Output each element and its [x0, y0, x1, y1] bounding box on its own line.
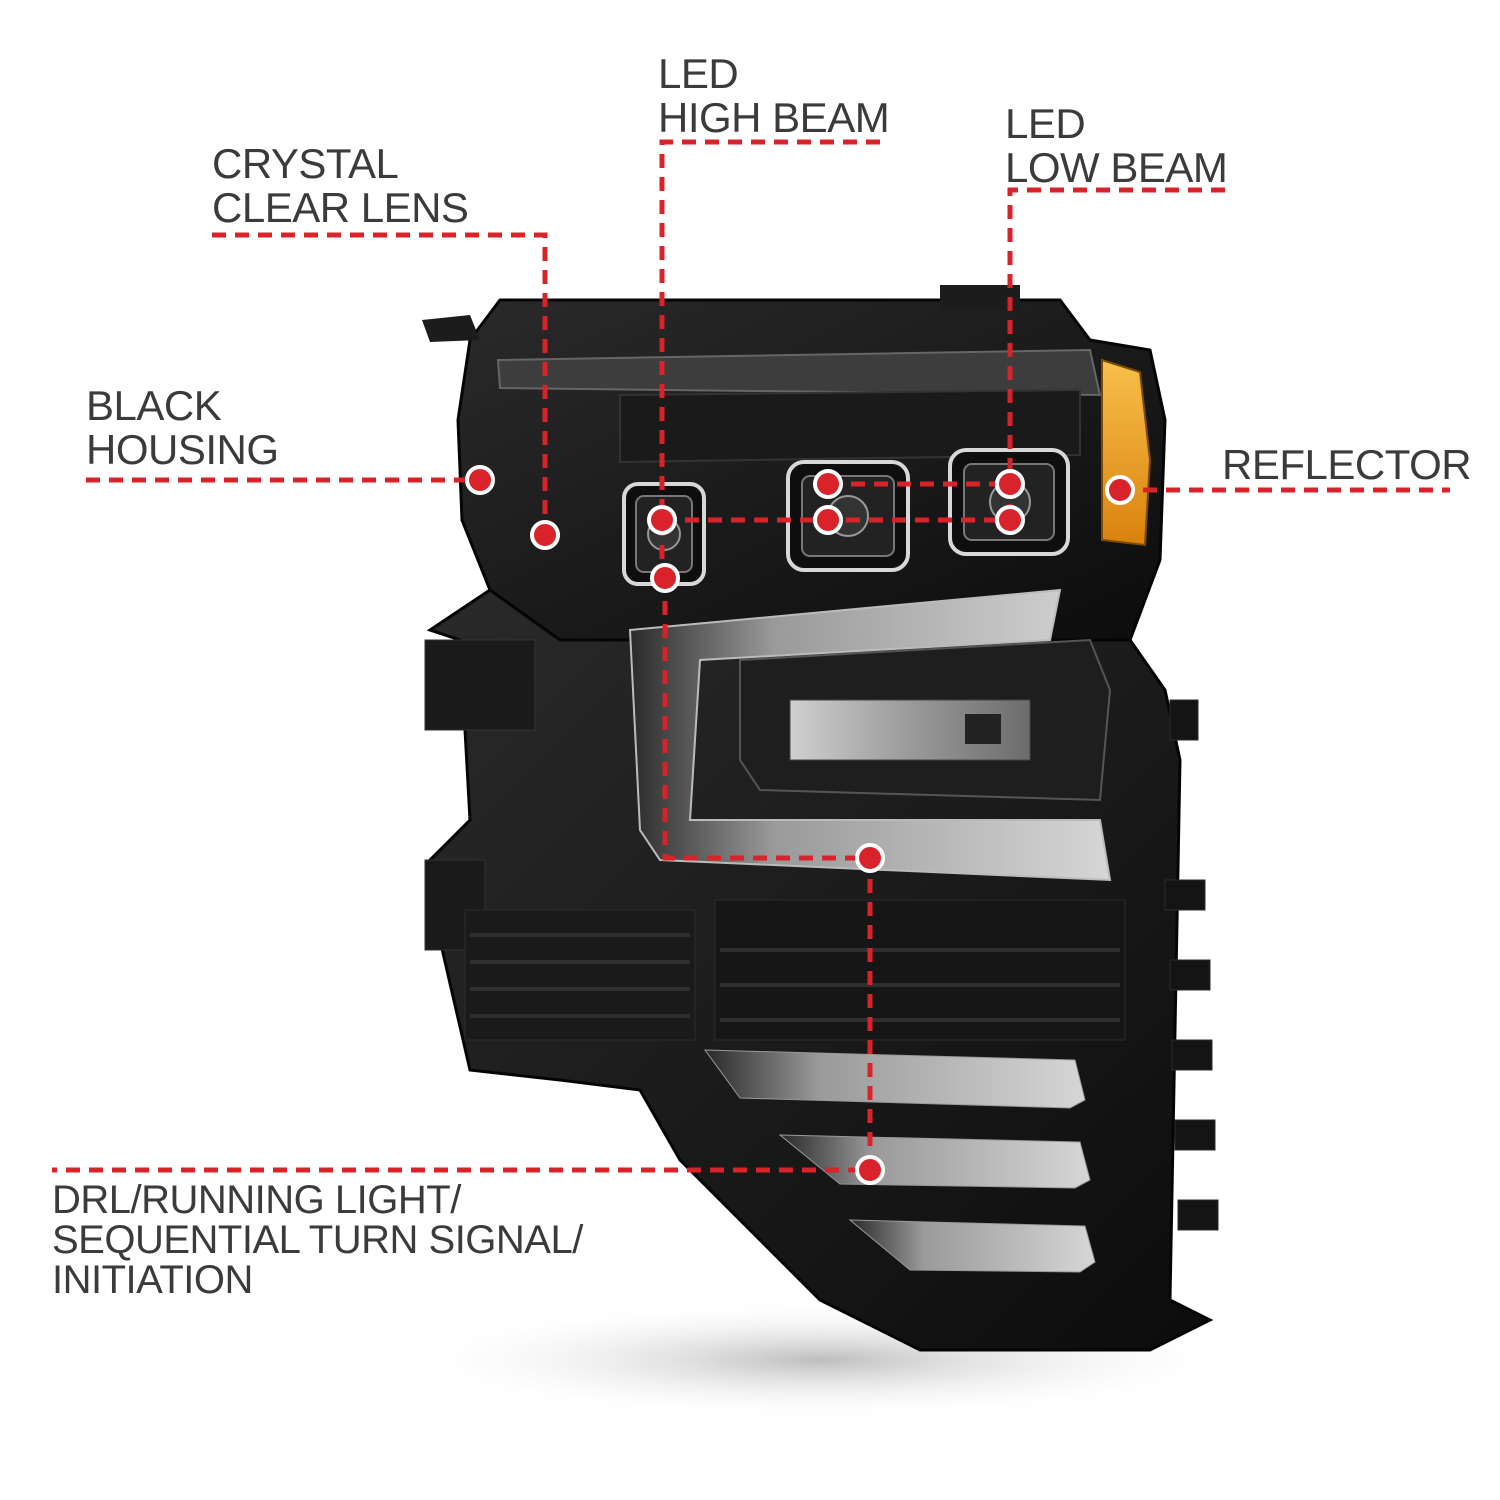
dot-black-housing: [465, 465, 495, 495]
label-crystal-clear-lens: CRYSTAL CLEAR LENS: [212, 140, 469, 231]
label-line: DRL/RUNNING LIGHT/: [52, 1178, 461, 1222]
label-line: INITIATION: [52, 1258, 253, 1302]
label-line: LED: [658, 50, 739, 97]
right-fins: [1164, 699, 1219, 1231]
label-line: LED: [1005, 100, 1086, 147]
dot-high-beam-1: [647, 505, 677, 535]
lower-grille: [464, 899, 1126, 1041]
label-black-housing: BLACK HOUSING: [86, 384, 279, 472]
upper-inner-bar: [619, 388, 1081, 464]
dot-high-beam-2: [813, 505, 843, 535]
label-line: HIGH BEAM: [658, 94, 890, 141]
dot-reflector: [1105, 475, 1135, 505]
drl-c-strip: [628, 588, 1112, 882]
upper-light-strip: [496, 348, 1102, 397]
callout-dots: [465, 465, 1135, 1185]
dot-drl-upper: [650, 563, 680, 593]
dot-drl-lower: [855, 1155, 885, 1185]
turn-signal-bar-3: [848, 1219, 1096, 1273]
dot-crystal-clear-lens: [530, 520, 560, 550]
label-line: CRYSTAL: [212, 140, 399, 187]
label-drl-running-light: DRL/RUNNING LIGHT/ SEQUENTIAL TURN SIGNA…: [52, 1180, 583, 1300]
side-bracket-upper: [424, 639, 536, 731]
top-connector: [940, 285, 1020, 310]
label-line: LOW BEAM: [1005, 144, 1228, 191]
turn-signal-bar-1: [703, 1049, 1086, 1109]
leader-high-beam: [659, 139, 880, 578]
leader-low-beam: [1007, 187, 1225, 520]
inner-chrome-slot: [965, 714, 1001, 744]
dot-high-beam-3: [995, 505, 1025, 535]
top-tab-left: [422, 315, 480, 342]
label-line: SEQUENTIAL TURN SIGNAL/: [52, 1218, 583, 1262]
label-line: BLACK: [86, 382, 222, 429]
projector-module-2: [786, 460, 910, 572]
label-line: REFLECTOR: [1222, 441, 1472, 488]
label-line: HOUSING: [86, 426, 279, 473]
leader-crystal-clear-lens: [212, 232, 548, 535]
label-reflector: REFLECTOR: [1222, 441, 1472, 488]
dot-low-beam-2: [995, 469, 1025, 499]
label-led-high-beam: LED HIGH BEAM: [658, 50, 890, 141]
label-line: CLEAR LENS: [212, 184, 469, 231]
dot-low-beam-1: [813, 469, 843, 499]
label-led-low-beam: LED LOW BEAM: [1005, 100, 1228, 191]
dot-drl-middle: [855, 843, 885, 873]
